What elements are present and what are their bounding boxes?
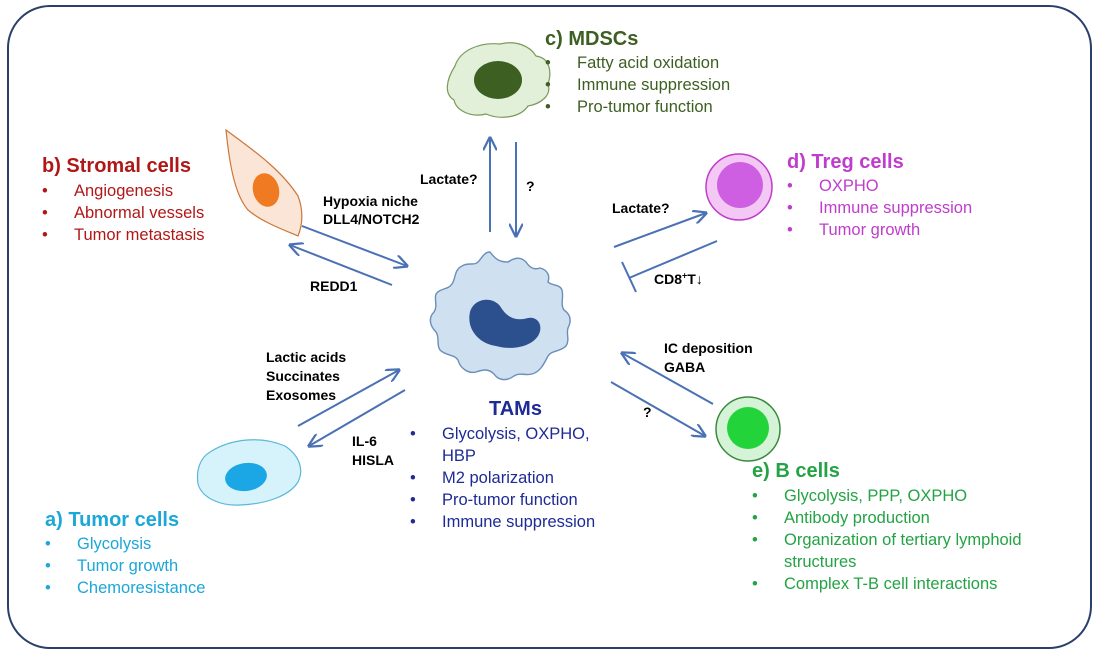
stromal-cell-icon	[225, 128, 303, 237]
tumor-list: Glycolysis Tumor growth Chemoresistance	[45, 533, 205, 599]
label-question-mdsc: ?	[526, 178, 535, 194]
tumor-title: a) Tumor cells	[45, 509, 180, 531]
label-lactate-treg: Lactate?	[612, 200, 670, 216]
arrow-tumor-to-tam	[297, 370, 399, 427]
arrow-tam-to-treg	[613, 213, 706, 248]
label-question-b: ?	[643, 404, 652, 420]
bcells-item: Glycolysis, PPP, OXPHO	[752, 485, 1022, 507]
label-ic: IC deposition	[664, 340, 753, 356]
tumor-item: Tumor growth	[45, 555, 205, 577]
arrow-bcell-to-tam	[622, 353, 714, 405]
arrows	[290, 138, 718, 446]
bcells-list: Glycolysis, PPP, OXPHO Antibody producti…	[752, 485, 1022, 595]
mdscs-list: Fatty acid oxidation Immune suppression …	[545, 52, 730, 118]
mdscs-item: Immune suppression	[545, 74, 730, 96]
tams-item-cont-text: HBP	[442, 447, 476, 465]
bcells-item-cont-text: structures	[784, 553, 857, 571]
stromal-list: Angiogenesis Abnormal vessels Tumor meta…	[42, 180, 205, 246]
label-cd8: CD8+T↓	[654, 271, 703, 287]
treg-cell-icon	[705, 153, 773, 221]
stromal-title: b) Stromal cells	[42, 155, 191, 177]
label-cd8-main: CD8	[654, 271, 683, 287]
bcells-item: Organization of tertiary lymphoid	[752, 529, 1022, 551]
label-il6: IL-6	[352, 433, 377, 449]
bcells-item: Antibody production	[752, 507, 1022, 529]
inhibit-bar	[621, 261, 637, 293]
label-lactic: Lactic acids	[266, 349, 347, 365]
treg-item: Tumor growth	[787, 219, 972, 241]
tumor-cell-icon	[196, 439, 302, 506]
label-exosomes: Exosomes	[266, 387, 337, 403]
b-cell-icon	[715, 396, 781, 462]
arrow-tam-to-bcell	[610, 381, 705, 436]
tams-item: M2 polarization	[410, 467, 595, 489]
label-hypoxia: Hypoxia niche	[323, 193, 418, 209]
treg-item: Immune suppression	[787, 197, 972, 219]
treg-title: d) Treg cells	[787, 151, 904, 173]
bcells-item: Complex T-B cell interactions	[752, 573, 1022, 595]
tumor-item: Glycolysis	[45, 533, 205, 555]
tams-title: TAMs	[489, 398, 542, 420]
treg-item: OXPHO	[787, 175, 972, 197]
tams-item: Glycolysis, OXPHO,	[410, 423, 595, 445]
mdscs-item: Fatty acid oxidation	[545, 52, 730, 74]
mdscs-item: Pro-tumor function	[545, 96, 730, 118]
tams-item: Immune suppression	[410, 511, 595, 533]
stromal-item: Tumor metastasis	[42, 224, 205, 246]
label-hisla: HISLA	[352, 452, 394, 468]
arrow-tam-to-tumor	[309, 389, 406, 446]
label-cd8-tail: T↓	[687, 271, 703, 287]
label-succinates: Succinates	[266, 368, 340, 384]
tams-item-cont: HBP	[410, 445, 595, 467]
arrow-tam-to-stromal	[290, 245, 393, 286]
bcells-title: e) B cells	[752, 460, 840, 482]
tams-list: Glycolysis, OXPHO, HBP M2 polarization P…	[410, 423, 595, 533]
label-cd8-sup: +	[682, 270, 688, 281]
bcells-item-cont: structures	[752, 551, 1022, 573]
arrow-stromal-to-tam	[301, 225, 407, 266]
mdscs-title: c) MDSCs	[545, 28, 639, 50]
label-gaba: GABA	[664, 359, 706, 375]
treg-list: OXPHO Immune suppression Tumor growth	[787, 175, 972, 241]
label-redd1: REDD1	[310, 278, 358, 294]
tumor-item: Chemoresistance	[45, 577, 205, 599]
inhibit-treg-to-tam	[628, 240, 718, 279]
mdsc-cell-icon	[446, 42, 551, 118]
stromal-item: Abnormal vessels	[42, 202, 205, 224]
label-dll4: DLL4/NOTCH2	[323, 211, 420, 227]
label-lactate-mdsc: Lactate?	[420, 171, 478, 187]
stromal-item: Angiogenesis	[42, 180, 205, 202]
tams-item: Pro-tumor function	[410, 489, 595, 511]
tam-cell-icon	[429, 251, 571, 381]
